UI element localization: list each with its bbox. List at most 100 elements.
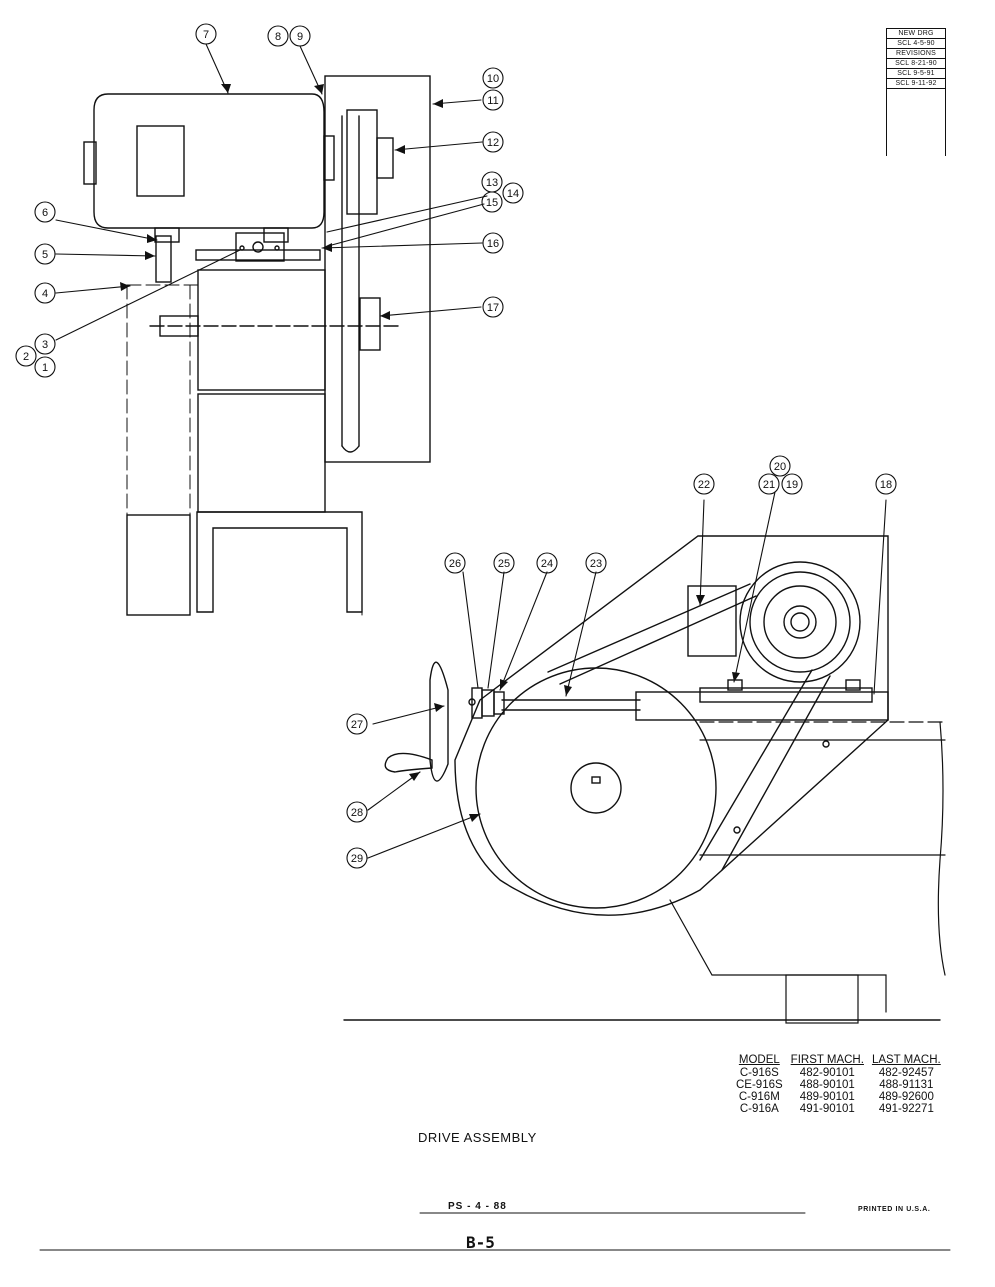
- callout-22: 22: [698, 479, 710, 491]
- handwheel-pin: [468, 698, 476, 706]
- motor-shaft-collar: [323, 135, 335, 181]
- last-mach-cell: 491-92271: [878, 1103, 934, 1115]
- callout-21: 21: [763, 479, 775, 491]
- motor-mount-right: [263, 227, 289, 243]
- table-row: C-916A 491-90101 491-92271: [732, 1103, 945, 1115]
- belt-bottom: [341, 445, 360, 453]
- motor-base-plate: [699, 687, 873, 703]
- callout-19: 19: [786, 479, 798, 491]
- callout-8: 8: [275, 31, 281, 43]
- frame-hole-b: [733, 826, 741, 834]
- gearbox-pulley-hub: [359, 297, 381, 351]
- doc-number: PS - 4 - 88: [448, 1201, 507, 1212]
- belt-guard: [324, 75, 431, 463]
- leader-lines: [55, 43, 887, 859]
- motor-junction-box: [136, 125, 185, 197]
- motor-pulley-hub: [376, 137, 394, 179]
- front-motor-pulley-mid: [749, 571, 851, 673]
- callout-25: 25: [498, 558, 510, 570]
- callout-3: 3: [42, 339, 48, 351]
- flywheel-keyway: [591, 776, 601, 784]
- base-plate: [195, 249, 321, 261]
- front-belt-c: [699, 669, 813, 861]
- revision-block: NEW DRG SCL 4-5-90 REVISIONS SCL 8-21-90…: [886, 28, 946, 156]
- last-mach-cell: 489-92600: [878, 1091, 934, 1103]
- base-hidden-lines: [126, 284, 363, 616]
- adjust-screw: [252, 241, 264, 253]
- column-upper: [197, 269, 326, 391]
- first-mach-cell: 488-90101: [799, 1079, 855, 1091]
- mount-bracket: [155, 235, 172, 283]
- callout-bubbles: [15, 23, 897, 869]
- revision-row: NEW DRG: [887, 28, 945, 39]
- adjust-block: [235, 232, 285, 262]
- drawing-title: DRIVE ASSEMBLY: [418, 1130, 537, 1145]
- front-motor-pulley-inner: [763, 585, 837, 659]
- callout-4: 4: [42, 288, 48, 300]
- callout-23: 23: [590, 558, 602, 570]
- callout-20: 20: [774, 461, 786, 473]
- model-table-header: MODEL FIRST MACH. LAST MACH.: [732, 1054, 945, 1067]
- callout-10: 10: [487, 73, 499, 85]
- motor-end-cap: [83, 141, 97, 185]
- revision-row: SCL 8-21-90: [887, 59, 945, 69]
- header-first-mach: FIRST MACH.: [790, 1054, 864, 1066]
- callout-14: 14: [507, 188, 519, 200]
- revision-row: SCL 9-5-91: [887, 69, 945, 79]
- table-row: C-916M 489-90101 489-92600: [732, 1091, 945, 1103]
- base-foot: [126, 514, 191, 616]
- side-view: [83, 75, 431, 616]
- leader-arrowheads: [120, 84, 740, 822]
- table-row: C-916S 482-90101 482-92457: [732, 1067, 945, 1079]
- first-mach-cell: 482-90101: [799, 1067, 855, 1079]
- callout-29: 29: [351, 853, 363, 865]
- callout-11: 11: [487, 95, 498, 107]
- callout-18: 18: [880, 479, 892, 491]
- front-motor-shaft: [790, 612, 810, 632]
- printed-in-usa: PRINTED IN U.S.A.: [858, 1206, 931, 1213]
- motor-body: [93, 93, 325, 229]
- front-motor-pulley-outer: [739, 561, 861, 683]
- model-cell: C-916A: [739, 1103, 779, 1115]
- mount-bolt-right: [845, 679, 861, 691]
- motor-bracket: [687, 585, 737, 657]
- model-cell: C-916M: [738, 1091, 780, 1103]
- callout-24: 24: [541, 558, 553, 570]
- collar-26: [471, 687, 483, 719]
- callout-17: 17: [487, 302, 499, 314]
- callout-9: 9: [297, 31, 303, 43]
- callout-2: 2: [23, 351, 29, 363]
- callout-6: 6: [42, 207, 48, 219]
- model-cell: CE-916S: [736, 1079, 783, 1091]
- first-mach-cell: 489-90101: [799, 1091, 855, 1103]
- handwheel-crank: [384, 752, 433, 773]
- front-belt-b: [559, 595, 757, 685]
- front-view: [343, 535, 946, 1024]
- callout-1: 1: [42, 362, 48, 374]
- callout-27: 27: [351, 719, 363, 731]
- callout-12: 12: [487, 137, 499, 149]
- callout-16: 16: [487, 238, 499, 250]
- front-belt-d: [721, 675, 831, 871]
- last-mach-cell: 482-92457: [878, 1067, 934, 1079]
- callout-15: 15: [486, 197, 498, 209]
- machine-frame: [669, 721, 946, 1024]
- slide-rail: [635, 691, 889, 721]
- revision-row: REVISIONS: [887, 49, 945, 59]
- column-lower: [197, 393, 326, 513]
- callout-26: 26: [449, 558, 461, 570]
- handwheel: [429, 661, 449, 782]
- model-cell: C-916S: [739, 1067, 779, 1079]
- first-mach-cell: 491-90101: [799, 1103, 855, 1115]
- model-table: MODEL FIRST MACH. LAST MACH. C-916S 482-…: [732, 1054, 945, 1115]
- front-belt-a: [547, 583, 751, 673]
- column-legs: [196, 511, 363, 613]
- motor-pulley: [346, 109, 378, 215]
- revision-row: SCL 9-11-92: [887, 79, 945, 89]
- revision-row: SCL 4-5-90: [887, 39, 945, 49]
- header-model: MODEL: [738, 1054, 780, 1066]
- front-belt-guard: [454, 535, 889, 916]
- collar-24: [493, 691, 505, 715]
- header-last-mach: LAST MACH.: [871, 1054, 941, 1066]
